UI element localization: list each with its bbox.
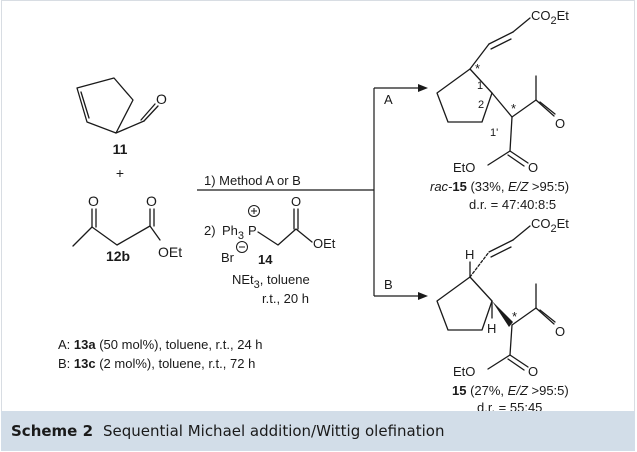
atom-oet-12b: OEt: [158, 244, 182, 260]
caption-label: Scheme 2: [11, 422, 94, 440]
condition-temp-time: r.t., 20 h: [262, 291, 309, 306]
product-rac-15-yield: rac-15 (33%, E/Z >95:5): [430, 179, 569, 194]
atom-br: Br: [221, 250, 235, 265]
atom-h-bottom: H: [487, 321, 496, 336]
p-positive-charge: [248, 205, 260, 217]
atom-o-aldehyde: O: [156, 91, 167, 107]
compound-12b-structure: O O OEt: [72, 193, 182, 260]
stereo-star-1: *: [475, 61, 480, 76]
stereo-star-bottom: *: [512, 309, 517, 324]
atom-co2et-bottom: CO2Et: [531, 216, 569, 235]
position-1-prime: 1': [490, 127, 498, 139]
atom-o-ketone-bottom: O: [555, 324, 565, 339]
caption-text: Sequential Michael addition/Wittig olefi…: [103, 422, 445, 440]
arrowhead-b: [418, 292, 428, 300]
stereo-star-2: *: [511, 101, 516, 116]
condition-step2-label: 2): [204, 223, 216, 238]
scheme-caption: Scheme 2 Sequential Michael addition/Wit…: [1, 411, 635, 451]
branch-a-label: A: [384, 92, 393, 107]
atom-h-top: H: [465, 247, 474, 262]
position-2: 2: [478, 99, 484, 111]
atom-eto-bottom: EtO: [453, 364, 475, 379]
plus-sign: +: [116, 165, 124, 181]
method-a: A: 13a (50 mol%), toluene, r.t., 24 h: [58, 337, 263, 352]
compound-11-structure: O: [76, 77, 167, 134]
atom-p: P: [248, 223, 257, 238]
product-15-structure: H CO2Et H O EtO O *: [436, 216, 569, 379]
ylide-reagent-14: Ph3 P O OEt Br 14: [221, 194, 336, 267]
compound-11-label: 11: [113, 141, 128, 157]
atom-o-ester-top: O: [528, 160, 538, 175]
position-1: 1: [477, 80, 483, 92]
product-15-yield: 15 (27%, E/Z >95:5): [452, 383, 569, 398]
atom-o-ylide: O: [291, 194, 301, 209]
atom-eto-top: EtO: [453, 160, 475, 175]
product-rac-15-dr: d.r. = 47:40:8:5: [469, 197, 556, 212]
atom-co2et-top: CO2Et: [531, 8, 569, 27]
method-b: B: 13c (2 mol%), toluene, r.t., 72 h: [58, 356, 255, 371]
condition-reagents: NEt3, toluene: [232, 272, 310, 291]
atom-o-ester-bottom: O: [528, 364, 538, 379]
product-rac-15-structure: CO2Et O EtO O * * 1 2 1': [436, 8, 569, 175]
condition-step1: 1) Method A or B: [204, 173, 301, 188]
atom-o-ester-12b: O: [146, 193, 157, 209]
branch-b-label: B: [384, 277, 393, 292]
compound-14-label: 14: [258, 252, 273, 267]
atom-oet-ylide: OEt: [313, 236, 336, 251]
arrowhead-a: [418, 84, 428, 92]
compound-12b-label: 12b: [106, 248, 130, 264]
atom-o-ketone-12b: O: [88, 193, 99, 209]
atom-o-ketone-top: O: [555, 116, 565, 131]
br-negative-charge: [236, 241, 248, 253]
atom-ph3: Ph3: [222, 223, 244, 242]
